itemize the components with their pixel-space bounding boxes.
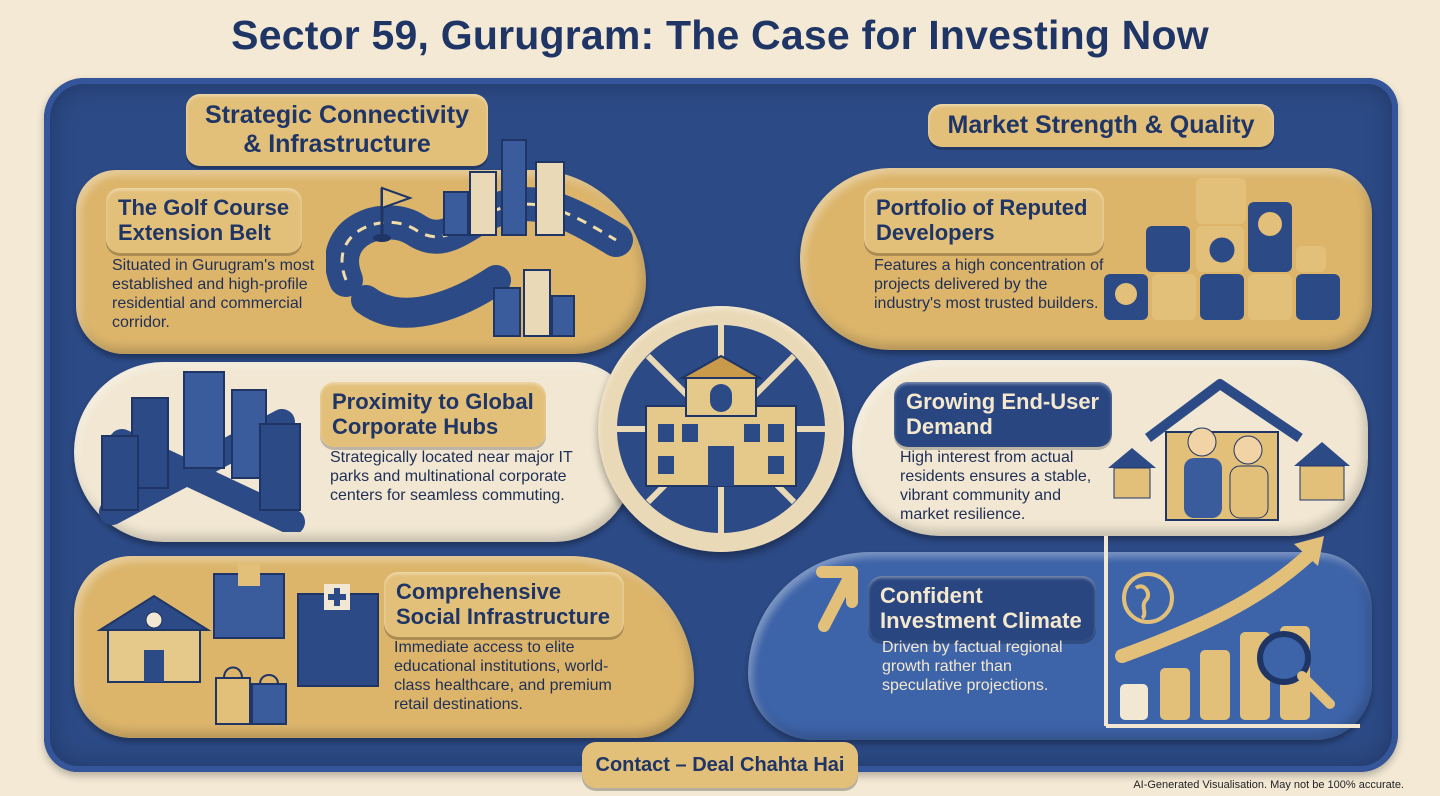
demand-text: High interest from actual residents ensu… [900,449,1092,523]
school-icon [96,594,212,683]
climate-title: Confident Investment Climate [868,576,1096,641]
shopping-bags-icon [215,666,287,725]
skyline-icon [443,139,565,236]
disclaimer-text: AI-Generated Visualisation. May not be 1… [1133,779,1404,791]
climate-text: Driven by factual regional growth rather… [882,639,1063,694]
hospital-icon [213,564,379,687]
infographic-title: Sector 59, Gurugram: The Case for Invest… [231,12,1209,58]
globe-icon [1122,572,1174,624]
golf-title: The Golf Course Extension Belt [106,188,302,253]
building-icon [617,325,825,533]
golf-text: Situated in Gurugram's most established … [112,257,315,331]
left-section-heading: Strategic Connectivity & Infrastructure [186,94,488,166]
growth-chart-icon [1104,536,1360,728]
demand-title: Growing End-User Demand [894,382,1112,447]
corporate-title: Proximity to Global Corporate Hubs [320,382,546,447]
right-section-heading: Market Strength & Quality [928,104,1274,147]
developers-title: Portfolio of Reputed Developers [864,188,1104,253]
award-blocks-icon [1104,178,1340,320]
contact-label: Contact – Deal Chahta Hai [582,742,858,788]
central-hub [598,306,844,552]
developers-text: Features a high concentration of project… [874,257,1104,312]
arrow-up-icon [816,566,858,632]
social-text: Immediate access to elite educational in… [394,639,612,713]
corporate-text: Strategically located near major IT park… [330,449,573,504]
family-house-icon [1108,379,1350,521]
office-towers-small-icon [493,269,575,337]
social-title: Comprehensive Social Infrastructure [384,572,624,637]
flag-icon [373,186,413,242]
office-towers-icon [99,371,305,532]
